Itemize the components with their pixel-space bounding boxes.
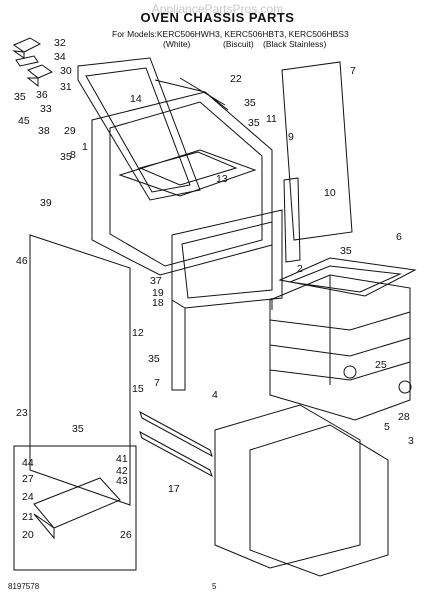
callout-6: 6 bbox=[396, 231, 402, 243]
inset-burner-assembly bbox=[33, 477, 121, 540]
part-4-insulation-front bbox=[214, 404, 361, 569]
callout-22: 22 bbox=[230, 73, 242, 85]
callout-30: 30 bbox=[60, 65, 72, 77]
callout-46: 46 bbox=[16, 255, 28, 267]
callout-35: 35 bbox=[244, 97, 256, 109]
inset-box-23 bbox=[13, 445, 137, 571]
callout-39: 39 bbox=[40, 197, 52, 209]
part-3-insulation-rear bbox=[249, 424, 389, 577]
callout-19: 19 bbox=[152, 287, 164, 299]
part-28-foot bbox=[398, 380, 412, 394]
callout-31: 31 bbox=[60, 81, 72, 93]
callout-35: 35 bbox=[148, 353, 160, 365]
callout-37: 37 bbox=[150, 275, 162, 287]
part-46-side-panel bbox=[29, 234, 131, 506]
callout-2: 2 bbox=[297, 263, 303, 275]
callout-32: 32 bbox=[54, 37, 66, 49]
watermark: AppliancePartsPros.com bbox=[151, 2, 284, 16]
part-5-oven-cavity bbox=[269, 274, 411, 421]
part-32-clip bbox=[12, 37, 42, 59]
callout-35: 35 bbox=[60, 151, 72, 163]
callout-7: 7 bbox=[154, 377, 160, 389]
callout-25: 25 bbox=[375, 359, 387, 371]
part-34-bracket bbox=[15, 55, 39, 67]
part-9-vertical-bracket bbox=[283, 177, 301, 263]
part-6-top-cover bbox=[278, 257, 417, 297]
part-7-rear-panel bbox=[281, 61, 353, 241]
part-25-element-knob bbox=[343, 365, 357, 379]
part-15-bottom-rail bbox=[139, 410, 213, 458]
callout-4: 4 bbox=[212, 389, 218, 401]
callout-27: 27 bbox=[22, 473, 34, 485]
callout-29: 29 bbox=[64, 125, 76, 137]
callout-35: 35 bbox=[72, 423, 84, 435]
chassis-top-bracket bbox=[154, 77, 229, 111]
callout-13: 13 bbox=[216, 173, 228, 185]
page-title: OVEN CHASSIS PARTS bbox=[140, 10, 295, 25]
model-list: For Models:KERC506HWH3, KERC506HBT3, KER… bbox=[112, 29, 349, 39]
part-30-block bbox=[26, 64, 54, 88]
part-17-bottom-rail bbox=[139, 430, 213, 478]
callout-14: 14 bbox=[130, 93, 142, 105]
front-frame-legs bbox=[171, 298, 273, 391]
callout-35: 35 bbox=[14, 91, 26, 103]
page-number: 5 bbox=[212, 582, 217, 591]
callout-35: 35 bbox=[248, 117, 260, 129]
callout-20: 20 bbox=[22, 529, 34, 541]
callout-7: 7 bbox=[350, 65, 356, 77]
variant-white: (White) bbox=[163, 39, 191, 49]
callout-12: 12 bbox=[132, 327, 144, 339]
variant-black-stainless: (Black Stainless) bbox=[263, 39, 327, 49]
callout-33: 33 bbox=[40, 103, 52, 115]
part-14-rear-frame bbox=[77, 57, 201, 201]
callout-8: 8 bbox=[70, 149, 76, 161]
callout-42: 42 bbox=[116, 465, 128, 477]
callout-44: 44 bbox=[22, 457, 34, 469]
callout-45: 45 bbox=[18, 115, 30, 127]
callout-3: 3 bbox=[408, 435, 414, 447]
callout-18: 18 bbox=[152, 297, 164, 309]
callout-41: 41 bbox=[116, 453, 128, 465]
callout-9: 9 bbox=[288, 131, 294, 143]
callout-1: 1 bbox=[82, 141, 88, 153]
callout-34: 34 bbox=[54, 51, 66, 63]
callout-28: 28 bbox=[398, 411, 410, 423]
callout-11: 11 bbox=[266, 113, 277, 125]
callout-36: 36 bbox=[36, 89, 48, 101]
callout-10: 10 bbox=[324, 187, 336, 199]
callout-21: 21 bbox=[22, 511, 34, 523]
callout-15: 15 bbox=[132, 383, 144, 395]
callout-23: 23 bbox=[16, 407, 28, 419]
callout-24: 24 bbox=[22, 491, 34, 503]
callout-5: 5 bbox=[384, 421, 390, 433]
part-13-cavity-floor bbox=[118, 149, 257, 197]
callout-26: 26 bbox=[120, 529, 132, 541]
document-number: 8197578 bbox=[8, 582, 40, 591]
callout-38: 38 bbox=[38, 125, 50, 137]
callout-43: 43 bbox=[116, 475, 128, 487]
callout-35: 35 bbox=[340, 245, 352, 257]
part-1-front-frame bbox=[171, 209, 283, 309]
callout-17: 17 bbox=[168, 483, 180, 495]
variant-biscuit: (Biscuit) bbox=[223, 39, 254, 49]
